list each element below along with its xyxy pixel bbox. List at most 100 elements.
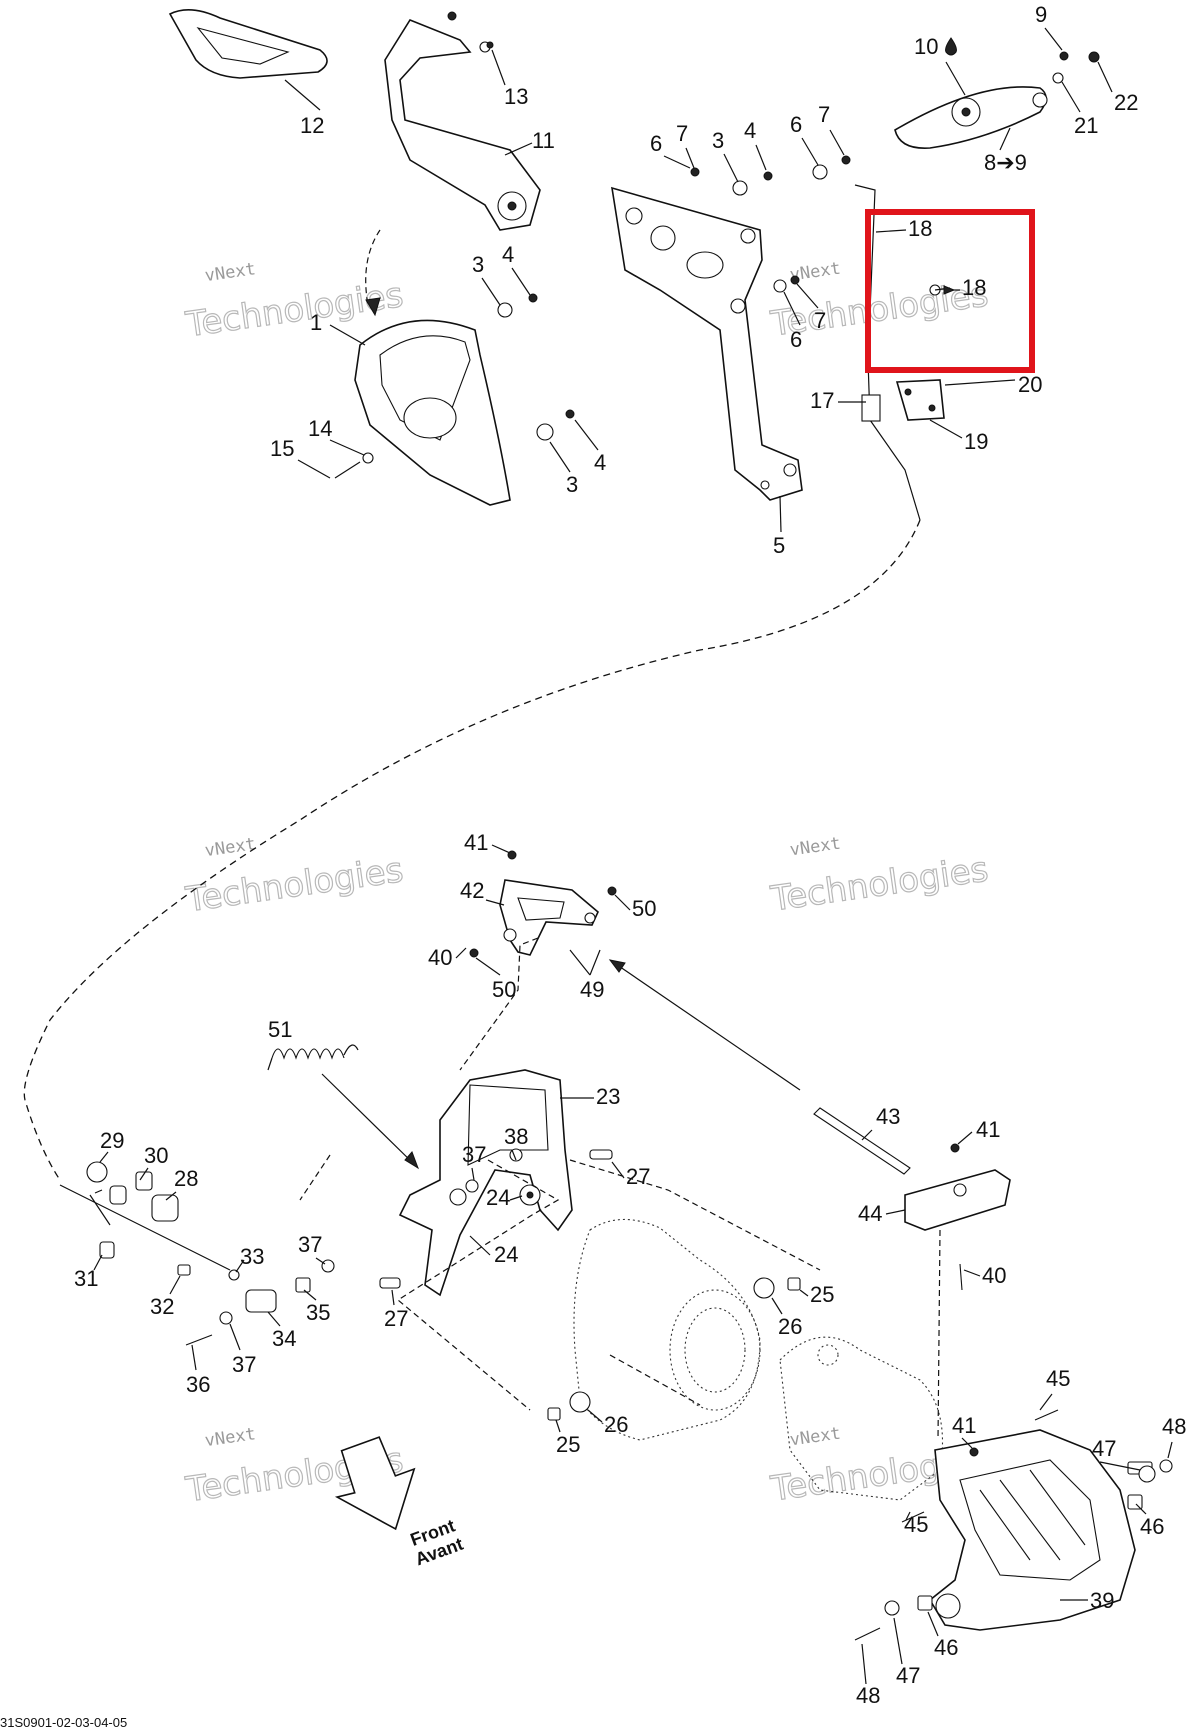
part-44-bracket [904, 1169, 1011, 1231]
part-43-link [813, 1107, 911, 1175]
label-37a: 37 [462, 1142, 486, 1167]
label-51: 51 [268, 1017, 292, 1042]
label-36: 36 [186, 1372, 210, 1397]
highlight-box [865, 209, 1035, 373]
engine-outline [779, 1336, 943, 1501]
label-24a: 24 [486, 1185, 510, 1210]
label-35: 35 [306, 1300, 330, 1325]
label-34: 34 [272, 1326, 296, 1351]
label-40a: 40 [428, 945, 452, 970]
label-47b: 47 [896, 1663, 920, 1688]
lower-labels: 41 42 50 40 50 49 51 23 38 37 24 24 27 2… [74, 830, 1186, 1708]
label-46a: 46 [1140, 1514, 1164, 1539]
label-50a: 50 [632, 896, 656, 921]
label-50b: 50 [492, 977, 516, 1002]
label-3b: 3 [566, 472, 578, 497]
label-25a: 25 [810, 1282, 834, 1307]
label-4a: 4 [502, 242, 514, 267]
label-48a: 48 [1162, 1414, 1186, 1439]
label-30: 30 [144, 1143, 168, 1168]
label-40b: 40 [982, 1263, 1006, 1288]
label-26b: 26 [604, 1412, 628, 1437]
label-11: 11 [532, 128, 555, 153]
label-49: 49 [580, 977, 604, 1002]
label-27b: 27 [384, 1306, 408, 1331]
label-3c: 3 [712, 128, 724, 153]
watermark: vNext Technologies [182, 259, 406, 346]
part-23-frame [398, 1069, 573, 1297]
label-22: 22 [1114, 90, 1138, 115]
label-48b: 48 [856, 1683, 880, 1708]
label-44: 44 [858, 1201, 882, 1226]
label-25b: 25 [556, 1432, 580, 1457]
label-6a: 6 [650, 131, 662, 156]
label-41c: 41 [952, 1413, 976, 1438]
watermark-group: vNext Technologies vNext Technologies vN… [182, 259, 991, 1511]
watermark: vNext Technologies [182, 834, 406, 921]
label-5: 5 [773, 533, 785, 558]
label-38: 38 [504, 1124, 528, 1149]
label-14: 14 [308, 416, 332, 441]
watermark-line1: vNext [789, 1424, 842, 1451]
label-47a: 47 [1092, 1436, 1116, 1461]
label-12: 12 [300, 113, 324, 138]
watermark: vNext Technologies [767, 834, 991, 921]
watermark-line1: vNext [204, 1424, 257, 1451]
transmission-housing [573, 1218, 761, 1441]
label-24b: 24 [494, 1242, 518, 1267]
label-15: 15 [270, 436, 294, 461]
part-5-plate [611, 186, 803, 501]
label-7c: 7 [814, 308, 826, 333]
part-11-lever [384, 19, 541, 231]
reference-code: 31S0901-02-03-04-05 [0, 1715, 127, 1730]
part-39-housing [928, 1429, 1136, 1631]
part-12-grip [168, 9, 328, 79]
label-18a: 18 [908, 216, 932, 241]
label-9: 9 [1035, 2, 1047, 27]
label-26a: 26 [778, 1314, 802, 1339]
label-45a: 45 [1046, 1366, 1070, 1391]
label-46b: 46 [934, 1635, 958, 1660]
label-20: 20 [1018, 372, 1042, 397]
label-17: 17 [810, 388, 834, 413]
label-28: 28 [174, 1166, 198, 1191]
label-29: 29 [100, 1128, 124, 1153]
part-51-spring [267, 1044, 359, 1071]
label-6b: 6 [790, 112, 802, 137]
cable-end-parts [59, 850, 1173, 1641]
label-37b: 37 [298, 1232, 322, 1257]
label-43: 43 [876, 1104, 900, 1129]
label-33: 33 [240, 1244, 264, 1269]
watermark-line1: vNext [204, 834, 257, 861]
assembly-dashes [299, 937, 941, 1441]
fasteners-upper [334, 11, 1100, 479]
label-3a: 3 [472, 252, 484, 277]
label-21: 21 [1074, 113, 1098, 138]
part-42-bracket [499, 879, 599, 956]
label-13: 13 [504, 84, 528, 109]
label-41b: 41 [976, 1117, 1000, 1142]
upper-labels: 12 13 11 1 3 4 14 15 3 4 5 6 7 3 4 6 7 6 [270, 2, 1138, 558]
label-18b: 18 [962, 275, 986, 300]
drop-icon [945, 37, 957, 56]
label-19: 19 [964, 429, 988, 454]
label-8: 8➔9 [984, 150, 1027, 175]
part-8-lever [894, 86, 1048, 149]
throttle-cable [23, 519, 921, 1181]
label-7b: 7 [818, 102, 830, 127]
label-41a: 41 [464, 830, 488, 855]
label-39: 39 [1090, 1588, 1114, 1613]
part-19-bracket [895, 379, 945, 421]
watermark-line2: Technologies [183, 850, 406, 920]
label-23: 23 [596, 1084, 620, 1109]
label-4c: 4 [744, 118, 756, 143]
part-1-cover [354, 319, 511, 506]
label-32: 32 [150, 1294, 174, 1319]
label-6c: 6 [790, 327, 802, 352]
label-27a: 27 [626, 1164, 650, 1189]
label-7a: 7 [676, 121, 688, 146]
label-10: 10 [914, 34, 938, 59]
watermark-line2: Technologies [768, 849, 991, 919]
part-17-rod [854, 184, 921, 521]
